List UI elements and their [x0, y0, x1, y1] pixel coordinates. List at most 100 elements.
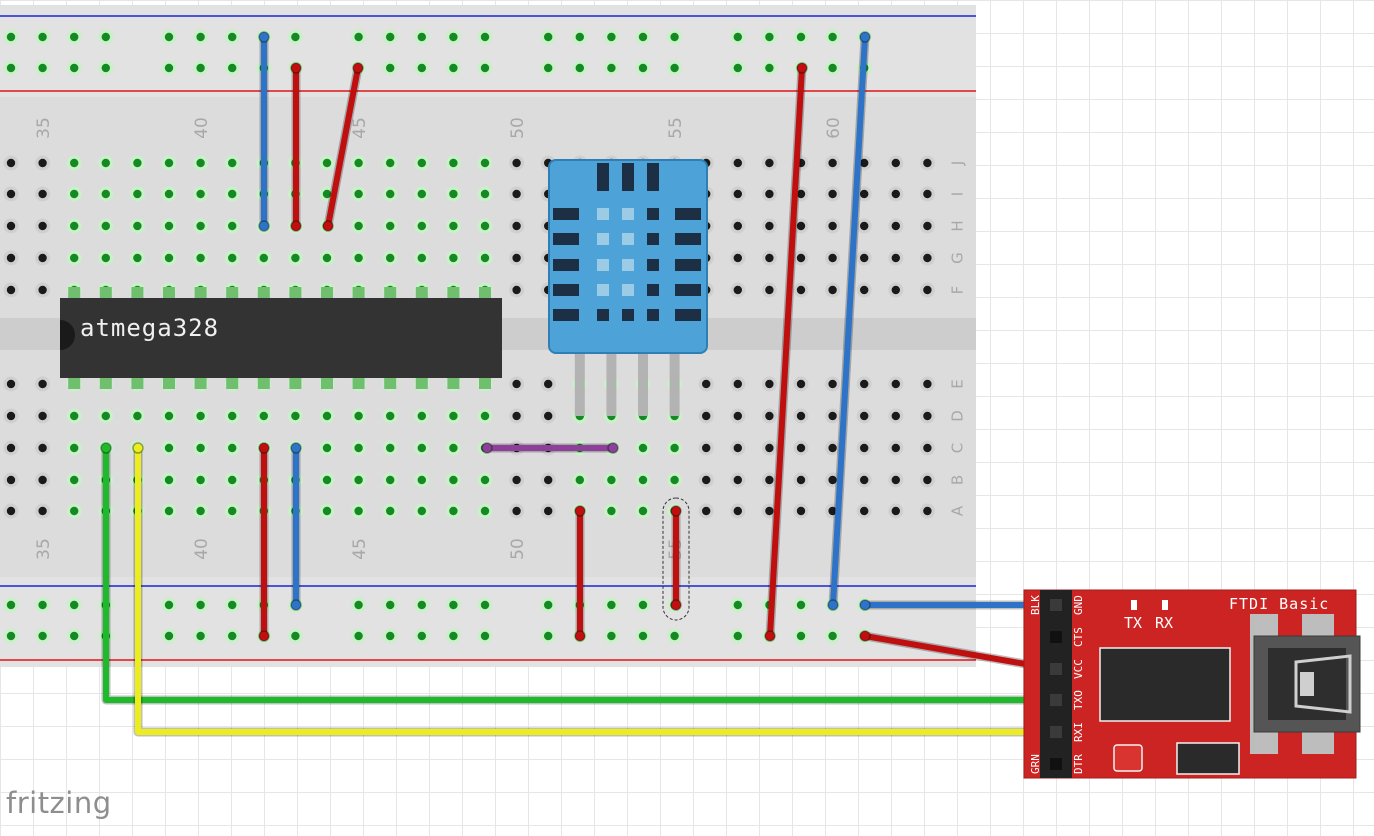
- terminal-hole[interactable]: [196, 221, 205, 231]
- terminal-hole[interactable]: [449, 158, 458, 168]
- terminal-hole[interactable]: [828, 189, 837, 199]
- rail-hole[interactable]: [101, 32, 111, 42]
- rail-hole[interactable]: [164, 631, 174, 641]
- terminal-hole[interactable]: [512, 379, 521, 389]
- terminal-hole[interactable]: [733, 475, 742, 485]
- rail-hole[interactable]: [733, 631, 742, 641]
- terminal-hole[interactable]: [765, 158, 774, 168]
- terminal-hole[interactable]: [607, 475, 616, 485]
- terminal-hole[interactable]: [765, 475, 774, 485]
- terminal-hole[interactable]: [891, 221, 900, 231]
- rail-hole[interactable]: [544, 32, 553, 42]
- terminal-hole[interactable]: [480, 189, 490, 199]
- terminal-hole[interactable]: [417, 158, 426, 168]
- terminal-hole[interactable]: [228, 475, 237, 485]
- rail-hole[interactable]: [386, 63, 395, 73]
- terminal-hole[interactable]: [733, 285, 742, 295]
- header-pin[interactable]: [1050, 726, 1062, 738]
- rail-hole[interactable]: [228, 63, 237, 73]
- terminal-hole[interactable]: [354, 189, 363, 199]
- terminal-hole[interactable]: [828, 285, 837, 295]
- terminal-hole[interactable]: [354, 158, 363, 168]
- rail-hole[interactable]: [196, 63, 205, 73]
- terminal-hole[interactable]: [544, 379, 553, 389]
- terminal-hole[interactable]: [512, 221, 521, 231]
- rail-hole[interactable]: [828, 631, 837, 641]
- terminal-hole[interactable]: [354, 475, 363, 485]
- terminal-hole[interactable]: [891, 158, 900, 168]
- header-pin[interactable]: [1050, 599, 1062, 611]
- terminal-hole[interactable]: [891, 285, 900, 295]
- terminal-hole[interactable]: [322, 506, 332, 516]
- ground-jumper-bottom[interactable]: [290, 442, 302, 611]
- terminal-hole[interactable]: [828, 221, 837, 231]
- terminal-hole[interactable]: [923, 285, 932, 295]
- terminal-hole[interactable]: [480, 158, 490, 168]
- terminal-hole[interactable]: [828, 411, 837, 421]
- rail-hole[interactable]: [164, 32, 174, 42]
- terminal-hole[interactable]: [512, 506, 521, 516]
- terminal-hole[interactable]: [923, 443, 932, 453]
- terminal-hole[interactable]: [544, 506, 553, 516]
- rail-hole[interactable]: [228, 32, 237, 42]
- terminal-hole[interactable]: [796, 475, 806, 485]
- rail-hole[interactable]: [670, 32, 679, 42]
- signal-jumper[interactable]: [481, 442, 619, 454]
- terminal-hole[interactable]: [386, 411, 395, 421]
- rail-hole[interactable]: [638, 631, 648, 641]
- terminal-hole[interactable]: [164, 443, 174, 453]
- terminal-hole[interactable]: [259, 411, 268, 421]
- rail-hole[interactable]: [70, 63, 79, 73]
- ground-long-diagonal[interactable]: [827, 31, 871, 611]
- header-pin[interactable]: [1050, 694, 1062, 706]
- terminal-hole[interactable]: [480, 221, 490, 231]
- rail-hole[interactable]: [638, 600, 648, 610]
- terminal-hole[interactable]: [670, 475, 679, 485]
- terminal-hole[interactable]: [133, 411, 142, 421]
- terminal-hole[interactable]: [196, 253, 205, 263]
- terminal-hole[interactable]: [449, 253, 458, 263]
- terminal-hole[interactable]: [702, 379, 711, 389]
- terminal-hole[interactable]: [6, 506, 16, 516]
- terminal-hole[interactable]: [796, 506, 806, 516]
- terminal-hole[interactable]: [512, 158, 521, 168]
- terminal-hole[interactable]: [38, 475, 47, 485]
- rail-hole[interactable]: [101, 63, 111, 73]
- terminal-hole[interactable]: [6, 443, 16, 453]
- terminal-hole[interactable]: [923, 158, 932, 168]
- terminal-hole[interactable]: [512, 189, 521, 199]
- terminal-hole[interactable]: [860, 158, 869, 168]
- ground-jumper-top[interactable]: [258, 31, 270, 232]
- terminal-hole[interactable]: [796, 443, 806, 453]
- terminal-hole[interactable]: [923, 221, 932, 231]
- terminal-hole[interactable]: [891, 475, 900, 485]
- rail-hole[interactable]: [386, 32, 395, 42]
- rail-hole[interactable]: [386, 631, 395, 641]
- rail-hole[interactable]: [291, 631, 300, 641]
- power-jumper-sensor[interactable]: [574, 505, 586, 642]
- terminal-hole[interactable]: [860, 506, 869, 516]
- terminal-hole[interactable]: [70, 253, 79, 263]
- terminal-hole[interactable]: [164, 506, 174, 516]
- terminal-hole[interactable]: [228, 411, 237, 421]
- terminal-hole[interactable]: [259, 253, 268, 263]
- terminal-hole[interactable]: [796, 253, 806, 263]
- terminal-hole[interactable]: [575, 475, 584, 485]
- terminal-hole[interactable]: [702, 411, 711, 421]
- terminal-hole[interactable]: [196, 506, 205, 516]
- terminal-hole[interactable]: [38, 443, 47, 453]
- terminal-hole[interactable]: [70, 158, 79, 168]
- terminal-hole[interactable]: [196, 158, 205, 168]
- rail-hole[interactable]: [164, 63, 174, 73]
- terminal-hole[interactable]: [38, 379, 47, 389]
- terminal-hole[interactable]: [733, 443, 742, 453]
- rail-hole[interactable]: [70, 631, 79, 641]
- rail-hole[interactable]: [38, 32, 47, 42]
- rail-hole[interactable]: [38, 63, 47, 73]
- terminal-hole[interactable]: [860, 285, 869, 295]
- terminal-hole[interactable]: [733, 411, 742, 421]
- terminal-hole[interactable]: [38, 253, 47, 263]
- terminal-hole[interactable]: [765, 221, 774, 231]
- rail-hole[interactable]: [828, 32, 837, 42]
- terminal-hole[interactable]: [6, 411, 16, 421]
